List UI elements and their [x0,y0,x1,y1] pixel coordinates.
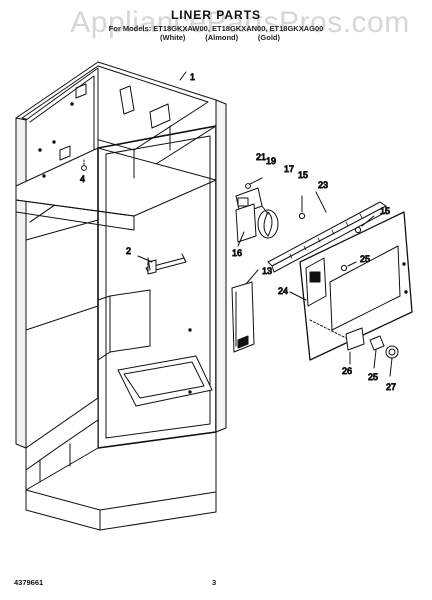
bracket-part-2 [137,253,187,275]
model-numbers: For Models: ET18GKXAW00, ET18GKXAN00, ET… [108,24,324,33]
screw-part-15-lower [354,215,375,234]
callout-17: 17 [284,164,294,174]
air-channel-part-23 [267,191,387,273]
callout-19: 19 [266,156,276,166]
callout-4: 4 [80,174,85,184]
callout-1: 1 [190,72,195,82]
callout-2: 2 [126,246,131,256]
refrigerator-liner [15,61,227,531]
callout-15-upper: 15 [298,170,308,180]
callout-13: 13 [262,266,272,276]
page-number: 3 [212,578,217,587]
rear-panel-part-24 [289,211,413,361]
document-number: 4379661 [14,578,44,587]
page-title: LINER PARTS [170,8,262,22]
screw-part-4 [81,159,87,171]
fan-motor-assembly [235,177,279,247]
finish-white: (White) [160,33,186,42]
callout-26: 26 [342,366,352,376]
leader-line-1 [179,71,187,81]
callout-25-lower: 25 [368,372,378,382]
finish-gold: (Gold) [257,33,280,42]
callout-23: 23 [318,180,328,190]
callout-15-lower: 15 [380,206,390,216]
callout-27: 27 [386,382,396,392]
callout-16: 16 [232,248,242,258]
duct-part-13 [231,269,259,353]
screw-part-25-upper [340,261,357,272]
callout-25-upper: 25 [360,254,370,264]
callout-21: 21 [256,152,266,162]
screw-part-15-upper [298,195,306,220]
lower-hardware [309,319,399,377]
callout-24: 24 [278,286,288,296]
finish-legend: (White) (Almond) (Gold) [160,33,280,42]
finish-almond: (Almond) [205,33,239,42]
